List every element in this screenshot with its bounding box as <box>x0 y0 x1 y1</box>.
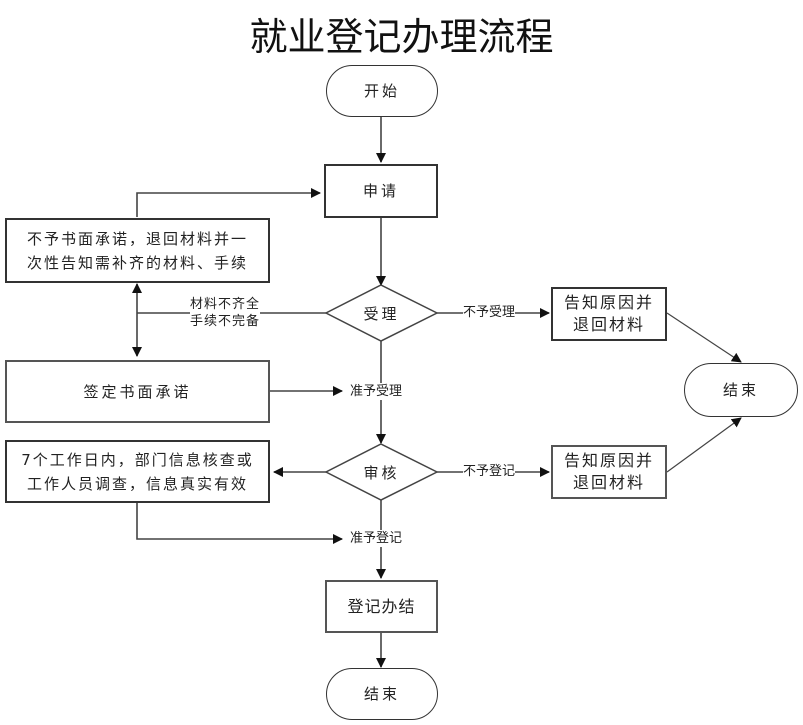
decision-review-shape <box>324 443 439 501</box>
reject-accept-node: 告知原因并 退回材料 <box>551 287 667 341</box>
accept-decision: 受理 <box>326 285 437 341</box>
page-title: 就业登记办理流程 <box>249 15 554 59</box>
decision-accept-shape <box>324 284 439 342</box>
edge-rejectregister-end <box>666 417 742 473</box>
apply-node: 申请 <box>324 164 438 218</box>
start-node: 开始 <box>326 65 438 117</box>
sign-promise-label: 签定书面承诺 <box>83 382 192 401</box>
reject-register-line-1: 告知原因并 <box>563 451 654 470</box>
reject-register-node: 告知原因并 退回材料 <box>551 445 667 499</box>
sign-promise-node: 签定书面承诺 <box>5 360 270 423</box>
reject-accept-line-1: 告知原因并 <box>563 293 654 312</box>
reject-note-node: 不予书面承诺，退回材料并一 次性告知需补齐的材料、手续 <box>5 218 270 283</box>
edge-label-not-accepted: 不予受理 <box>463 304 516 321</box>
end-bottom-node: 结束 <box>326 668 438 720</box>
start-label: 开始 <box>363 82 400 100</box>
reject-note-line-2: 次性告知需补齐的材料、手续 <box>26 253 248 272</box>
review-decision: 审核 <box>326 444 437 500</box>
edge-label-accepted: 准予受理 <box>350 383 403 400</box>
apply-label: 申请 <box>362 182 399 200</box>
investigate-line-2: 工作人员调查，信息真实有效 <box>26 474 248 493</box>
end-right-node: 结束 <box>684 363 798 417</box>
edge-label-line-1: 材料不齐全 <box>190 297 261 312</box>
review-label: 审核 <box>363 463 400 482</box>
investigate-node: 7个工作日内，部门信息核查或 工作人员调查，信息真实有效 <box>5 440 270 503</box>
reject-register-line-2: 退回材料 <box>572 473 645 492</box>
end-bottom-label: 结束 <box>363 685 400 703</box>
edge-rejectaccept-end <box>666 312 742 363</box>
complete-node: 登记办结 <box>325 580 438 633</box>
edge-label-not-registered: 不予登记 <box>463 463 516 480</box>
edge-label-registered: 准予登记 <box>350 530 403 547</box>
accept-label: 受理 <box>363 304 400 323</box>
complete-label: 登记办结 <box>347 596 416 616</box>
reject-note-line-1: 不予书面承诺，退回材料并一 <box>26 229 248 248</box>
edge-investigate-registered <box>136 503 343 544</box>
end-right-label: 结束 <box>722 381 759 399</box>
edge-rejectnote-apply <box>136 188 321 217</box>
edge-label-materials-incomplete: 材料不齐全 手续不完备 <box>190 296 261 330</box>
edge-label-line-2: 手续不完备 <box>190 314 261 329</box>
investigate-line-1: 7个工作日内，部门信息核查或 <box>21 450 254 469</box>
reject-accept-line-2: 退回材料 <box>572 315 645 334</box>
